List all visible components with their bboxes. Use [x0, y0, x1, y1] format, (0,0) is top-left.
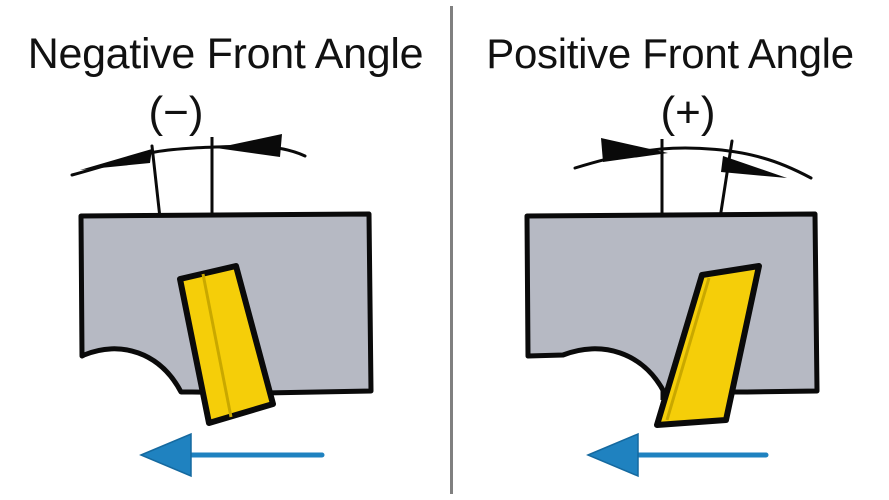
angle-arrowhead-right: [216, 134, 282, 157]
feed-direction-arrow: [139, 432, 325, 478]
negative-sign-label: (−): [149, 88, 204, 137]
panel-title-positive: Positive Front Angle: [486, 30, 854, 77]
insert-edge-shade-line: [665, 277, 711, 421]
angle-arrowhead-right: [721, 156, 787, 178]
carbide-insert: [654, 263, 762, 428]
feed-direction-arrow: [586, 432, 769, 478]
negative-angle-drawing: (−): [70, 88, 374, 478]
insert-edge-shade-line: [201, 273, 233, 418]
panel-negative-front-angle: Negative Front Angle (−): [27, 30, 424, 478]
positive-angle-drawing: (+): [524, 88, 820, 478]
feed-arrow-head: [139, 432, 192, 478]
panel-positive-front-angle: Positive Front Angle (+): [451, 0, 889, 500]
feed-arrow-head: [586, 432, 639, 478]
angle-arrowhead-left: [80, 149, 152, 170]
panel-title-negative: Negative Front Angle: [27, 30, 424, 78]
angle-arrowhead-left: [601, 138, 668, 162]
carbide-insert: [177, 263, 276, 426]
positive-sign-label: (+): [661, 88, 716, 137]
panel-divider: [450, 6, 453, 494]
